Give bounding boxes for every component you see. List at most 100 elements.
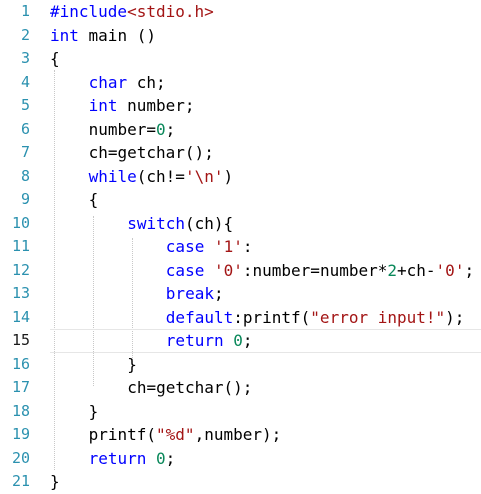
- code-token: ;: [464, 260, 475, 280]
- code-line[interactable]: 16}: [0, 353, 481, 377]
- code-token: ch=getchar();: [127, 378, 253, 397]
- code-token: while: [88, 166, 137, 186]
- code-line[interactable]: 7 ch=getchar();: [0, 141, 481, 165]
- code-token: "error input!": [310, 307, 446, 327]
- code-line[interactable]: 8 while(ch!='\n'): [0, 165, 481, 189]
- code-line[interactable]: 2 int main (): [0, 24, 481, 48]
- line-number: 21: [11, 472, 30, 490]
- code-text[interactable]: return 0;: [166, 329, 253, 353]
- code-token: '0': [435, 260, 465, 280]
- code-text[interactable]: {: [89, 188, 99, 212]
- code-line[interactable]: 13 break;: [0, 282, 481, 306]
- code-text[interactable]: case '1':: [166, 235, 253, 259]
- code-token: +ch-: [397, 260, 436, 280]
- line-number: 5: [20, 96, 30, 114]
- code-text[interactable]: while(ch!='\n'): [89, 165, 234, 189]
- code-token: '\n': [184, 166, 224, 186]
- code-token: {: [88, 190, 99, 209]
- line-number: 17: [11, 378, 30, 396]
- line-number: 7: [20, 143, 30, 161]
- code-text[interactable]: }: [127, 353, 137, 377]
- line-number: 2: [20, 25, 30, 44]
- code-token: ): [223, 166, 234, 186]
- code-line[interactable]: 15 return 0;: [0, 329, 481, 353]
- code-text[interactable]: ch=getchar();: [89, 141, 214, 165]
- code-token: case: [165, 260, 205, 280]
- code-line[interactable]: 3{: [0, 47, 481, 71]
- code-token: ;: [165, 119, 176, 139]
- code-token: ;: [213, 284, 224, 303]
- code-token: break: [165, 284, 214, 303]
- code-text[interactable]: ch=getchar();: [127, 376, 252, 400]
- code-text[interactable]: return 0;: [89, 447, 176, 471]
- code-text[interactable]: break;: [166, 282, 224, 306]
- code-token: }: [127, 354, 137, 374]
- code-line[interactable]: 12 case '0':number=number*2+ch-'0';: [0, 259, 481, 283]
- code-token: int: [50, 25, 79, 45]
- code-token: :printf(: [233, 307, 311, 327]
- code-line[interactable]: 20 return 0;: [0, 447, 481, 471]
- code-text[interactable]: #include<stdio.h>: [50, 0, 214, 24]
- code-line[interactable]: 9{: [0, 188, 481, 212]
- line-number: 8: [20, 166, 30, 185]
- code-token: int: [88, 96, 118, 115]
- line-number: 1: [20, 2, 30, 20]
- code-token: printf(: [88, 425, 157, 444]
- line-number: 19: [11, 425, 30, 443]
- code-text[interactable]: int main (): [50, 24, 156, 48]
- code-token: [146, 449, 156, 468]
- code-token: ;: [165, 448, 176, 468]
- code-token: default: [165, 307, 234, 327]
- code-line[interactable]: 21}: [0, 470, 481, 494]
- code-text[interactable]: }: [89, 400, 99, 424]
- code-text[interactable]: int number;: [89, 94, 195, 118]
- code-token: switch: [127, 213, 185, 233]
- code-token: '0': [213, 260, 243, 280]
- line-number: 9: [20, 190, 30, 208]
- code-text[interactable]: default:printf("error input!");: [166, 306, 465, 330]
- code-text[interactable]: }: [50, 470, 60, 494]
- code-text[interactable]: char ch;: [89, 71, 166, 95]
- code-token: '1': [213, 237, 243, 256]
- code-line[interactable]: 6 number=0;: [0, 118, 481, 142]
- code-text[interactable]: {: [50, 47, 60, 71]
- code-token: [224, 331, 234, 350]
- line-number: 18: [11, 401, 30, 420]
- code-text[interactable]: printf("%d",number);: [89, 423, 282, 447]
- code-token: <stdio.h>: [127, 2, 214, 21]
- code-line[interactable]: 11 case '1':: [0, 235, 481, 259]
- code-text[interactable]: case '0':number=number*2+ch-'0';: [166, 259, 474, 283]
- code-token: (ch!=: [136, 166, 185, 186]
- line-number: 16: [11, 354, 30, 373]
- code-line[interactable]: 5 int number;: [0, 94, 481, 118]
- code-token: }: [88, 401, 99, 421]
- code-text[interactable]: switch(ch){: [127, 212, 233, 236]
- code-line[interactable]: 1 #include<stdio.h>: [0, 0, 481, 24]
- code-token: number=: [88, 119, 157, 139]
- code-line[interactable]: 17 ch=getchar();: [0, 376, 481, 400]
- code-token: #include: [50, 2, 128, 21]
- indent-guide: [54, 70, 55, 470]
- code-token: 0: [156, 119, 166, 139]
- code-token: 0: [233, 331, 243, 350]
- code-text[interactable]: number=0;: [89, 118, 176, 142]
- code-token: return: [165, 331, 224, 350]
- line-number: 11: [11, 237, 30, 255]
- code-line[interactable]: 19 printf("%d",number);: [0, 423, 481, 447]
- line-number: 20: [11, 448, 30, 467]
- code-token: }: [50, 472, 60, 491]
- line-number: 13: [11, 284, 30, 302]
- line-number: 12: [11, 260, 30, 279]
- code-token: ch=getchar();: [88, 143, 214, 162]
- code-token: number;: [117, 96, 195, 115]
- code-token: 2: [387, 260, 398, 280]
- code-line[interactable]: 18}: [0, 400, 481, 424]
- line-number: 15: [11, 331, 30, 349]
- code-token: "%d": [156, 425, 195, 444]
- line-number: 6: [20, 119, 30, 138]
- code-token: ;: [242, 331, 253, 350]
